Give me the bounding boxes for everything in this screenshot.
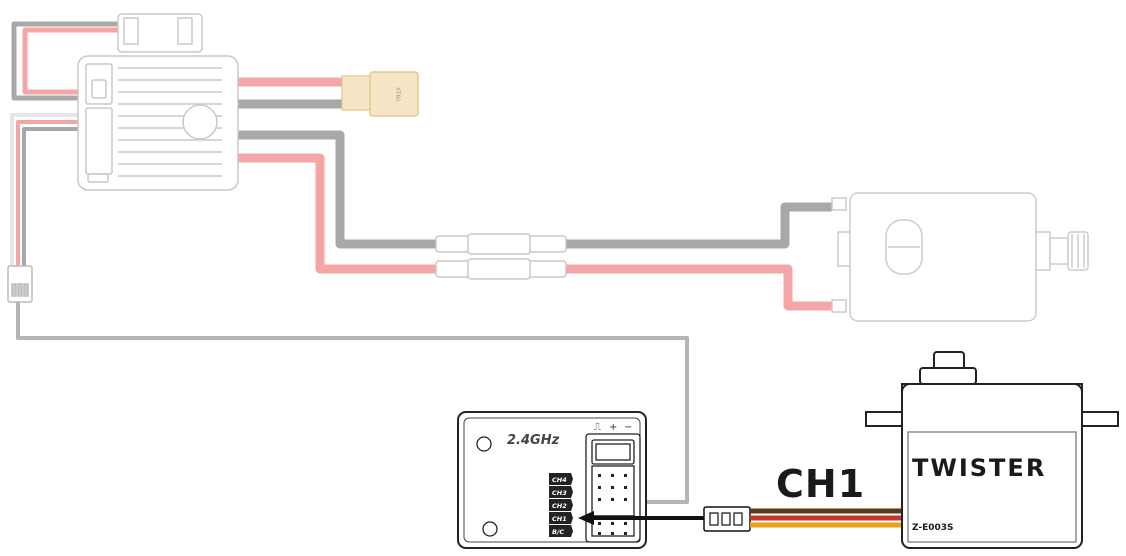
xt60-connector: XT60 [341,71,419,117]
motor-wire-red-2 [528,264,832,311]
positive-pin-symbol: + [609,422,617,433]
svg-text:CH4: CH4 [552,476,567,484]
receiver: 2.4GHz ⎍ + − CH4 [457,411,647,549]
channel-tag-ch2: CH2 [549,499,573,511]
esc-to-receiver-wire [16,300,689,504]
channel-tag-bc: B/C [549,525,573,537]
power-wires [10,21,832,504]
servo-plug [703,506,751,532]
esc [77,55,239,191]
bullet-connectors [435,233,567,280]
svg-text:B/C: B/C [552,528,564,536]
svg-text:CH2: CH2 [552,502,567,510]
servo-lead: CH1 [578,462,906,532]
motor [831,192,1089,322]
motor-wire-gray-2 [528,202,832,249]
channel-tag-ch3: CH3 [549,486,573,498]
pin-symbols: ⎍ + − [594,422,632,433]
insertion-arrowhead [578,511,594,525]
channel-tag-ch1: CH1 [549,512,573,524]
esc-signal-wire-white [10,113,78,268]
servo-model: Z-E003S [912,523,954,533]
receiver-led-top [476,436,492,452]
esc-signal-wire-gray [22,127,78,268]
esc-heatsink-fins [118,67,222,177]
servo-brand: TWISTER [912,454,1046,482]
motor-wire-red [238,153,470,274]
esc-fan-button [182,104,218,140]
negative-pin-symbol: − [624,422,632,433]
receiver-led-bottom [482,521,498,537]
pin-header [585,433,641,543]
motor-wire-gray [238,130,470,249]
servo-channel-label: CH1 [776,462,865,506]
svg-text:CH1: CH1 [552,515,567,523]
switch-wire-gray [11,21,118,101]
servo-body [901,383,1083,549]
esc-signal-wire-red [16,120,78,268]
switch [117,13,203,53]
servo [865,351,1119,549]
channel-tag-ch4: CH4 [549,473,573,485]
svg-text:CH3: CH3 [552,489,567,497]
switch-wire-red [22,27,118,95]
esc-signal-plug [7,265,33,303]
xt60-label: XT60 [394,87,400,102]
receiver-band-label: 2.4GHz [507,433,560,448]
channel-tags: CH4 CH3 CH2 CH1 B/C [549,473,573,537]
signal-pin-symbol: ⎍ [594,422,601,433]
pin-header-pins [598,474,627,535]
